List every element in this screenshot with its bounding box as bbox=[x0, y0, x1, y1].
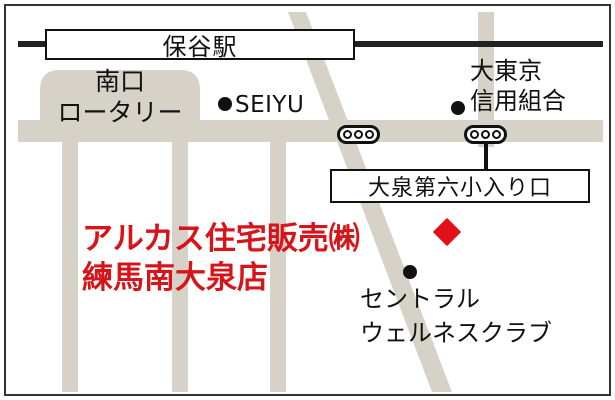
rotary-line-1: 南口 bbox=[94, 67, 145, 96]
bank-line-1: 大東京 bbox=[470, 57, 542, 85]
intersection-label-box: 大泉第六小入り口 bbox=[330, 169, 590, 203]
bank-label: 大東京 信用組合 bbox=[470, 56, 566, 116]
road-v1 bbox=[62, 130, 78, 392]
road-v2 bbox=[172, 130, 188, 392]
gym-label: セントラル ウェルネスクラブ bbox=[360, 282, 552, 350]
store-line-1: アルカス住宅販売㈱ bbox=[82, 221, 360, 257]
rotary-line-2: ロータリー bbox=[57, 98, 183, 127]
station-label-box: 保谷駅 bbox=[45, 29, 355, 61]
rotary-area bbox=[40, 70, 200, 130]
gym-dot-icon bbox=[403, 265, 417, 279]
seiyu-dot-icon bbox=[218, 97, 232, 111]
signal-lamp-icon bbox=[481, 130, 490, 139]
bank-line-2: 信用組合 bbox=[470, 87, 566, 115]
signal-post bbox=[484, 138, 488, 170]
road-v3 bbox=[270, 130, 286, 392]
seiyu-label: SEIYU bbox=[235, 92, 305, 118]
bank-dot-icon bbox=[451, 101, 465, 115]
signal-lamp-icon bbox=[343, 130, 352, 139]
intersection-name: 大泉第六小入り口 bbox=[367, 176, 552, 201]
store-label: アルカス住宅販売㈱ 練馬南大泉店 bbox=[82, 220, 360, 298]
gym-line-2: ウェルネスクラブ bbox=[360, 319, 552, 347]
rotary-label: 南口 ロータリー bbox=[50, 66, 190, 128]
signal-lamp-icon bbox=[365, 130, 374, 139]
traffic-signal-icon-east bbox=[464, 125, 507, 144]
store-line-2: 練馬南大泉店 bbox=[82, 260, 268, 296]
traffic-signal-icon-west bbox=[337, 125, 380, 144]
signal-lamp-icon bbox=[354, 130, 363, 139]
gym-line-1: セントラル bbox=[360, 285, 480, 313]
signal-lamp-icon bbox=[470, 130, 479, 139]
signal-lamp-icon bbox=[492, 130, 501, 139]
station-name: 保谷駅 bbox=[162, 33, 238, 61]
